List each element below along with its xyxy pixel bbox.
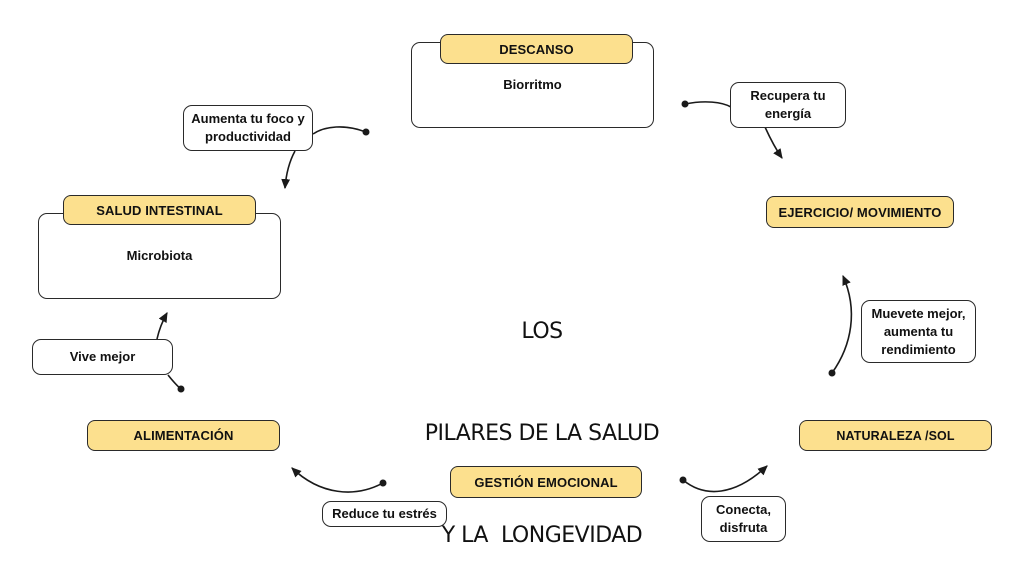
alimentacion-pillar: ALIMENTACIÓN bbox=[87, 420, 280, 451]
salud-intestinal-pillar: SALUD INTESTINAL bbox=[63, 195, 256, 225]
arrow-gestion-naturaleza bbox=[679, 465, 768, 493]
descanso-pillar: DESCANSO bbox=[440, 34, 633, 64]
arrow-descanso-salud bbox=[281, 126, 370, 190]
ejercicio-pillar: EJERCICIO/ MOVIMIENTO bbox=[766, 196, 954, 228]
descanso-subtitle: Biorritmo bbox=[503, 77, 562, 92]
naturaleza-pillar: NATURALEZA /SOL bbox=[799, 420, 992, 451]
diagram-title: LOS PILARES DE LA SALUD Y LA LONGEVIDAD bbox=[372, 247, 712, 587]
note-recupera-energia: Recupera tu energía bbox=[730, 82, 846, 128]
arrow-naturaleza-ejercicio bbox=[828, 274, 853, 377]
title-line-1: LOS bbox=[521, 319, 563, 344]
note-conecta-disfruta: Conecta, disfruta bbox=[701, 496, 786, 542]
note-muevete-mejor: Muevete mejor, aumenta tu rendimiento bbox=[861, 300, 976, 363]
note-aumenta-foco: Aumenta tu foco y productividad bbox=[183, 105, 313, 151]
gestion-emocional-pillar: GESTIÓN EMOCIONAL bbox=[450, 466, 642, 498]
note-reduce-estres: Reduce tu estrés bbox=[322, 501, 447, 527]
salud-intestinal-subtitle: Microbiota bbox=[126, 248, 193, 263]
arrow-alimentacion-salud bbox=[156, 312, 185, 393]
arrow-gestion-alimentacion bbox=[291, 467, 387, 493]
salud-intestinal-card: Microbiota bbox=[38, 213, 281, 299]
note-vive-mejor: Vive mejor bbox=[32, 339, 173, 375]
title-line-2: PILARES DE LA SALUD bbox=[424, 421, 660, 446]
title-line-3: Y LA LONGEVIDAD bbox=[441, 523, 643, 548]
arrow-descanso-ejercicio bbox=[681, 100, 783, 159]
